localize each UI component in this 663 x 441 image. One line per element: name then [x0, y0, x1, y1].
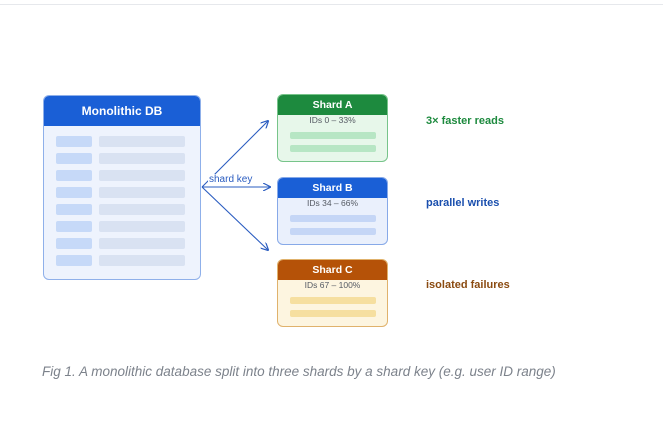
row-value-cell — [99, 255, 185, 266]
row-value-cell — [99, 221, 185, 232]
row-key-cell — [56, 255, 92, 266]
row-key-cell — [56, 187, 92, 198]
shard-c-bar — [290, 297, 376, 304]
row-key-cell — [56, 136, 92, 147]
row-value-cell — [99, 153, 185, 164]
row-value-cell — [99, 136, 185, 147]
shard-b-box: Shard B IDs 34 – 66% — [277, 177, 388, 245]
row-key-cell — [56, 221, 92, 232]
shard-c-box: Shard C IDs 67 – 100% — [277, 259, 388, 327]
row-value-cell — [99, 170, 185, 181]
arrow-to-shard-c — [201, 186, 268, 250]
monolith-row — [56, 187, 188, 198]
shard-a-box: Shard A IDs 0 – 33% — [277, 94, 388, 162]
shard-a-title: Shard A — [278, 95, 387, 115]
shard-b-bar — [290, 228, 376, 235]
row-value-cell — [99, 187, 185, 198]
shard-b-title: Shard B — [278, 178, 387, 198]
shard-b-bar — [290, 215, 376, 222]
shard-c-bar — [290, 310, 376, 317]
monolithic-db-title: Monolithic DB — [44, 96, 200, 126]
top-divider — [0, 4, 663, 5]
row-key-cell — [56, 170, 92, 181]
shard-c-range: IDs 67 – 100% — [304, 280, 361, 290]
monolith-row — [56, 255, 188, 266]
monolith-row — [56, 204, 188, 215]
row-key-cell — [56, 238, 92, 249]
row-key-cell — [56, 153, 92, 164]
monolith-row — [56, 238, 188, 249]
shard-a-note: 3× faster reads — [426, 115, 504, 127]
monolithic-db-box: Monolithic DB — [43, 95, 201, 280]
shard-key-label: shard key — [208, 174, 254, 185]
row-value-cell — [99, 238, 185, 249]
shard-a-range: IDs 0 – 33% — [309, 115, 356, 125]
shard-b-note: parallel writes — [426, 197, 500, 209]
shard-a-bar — [290, 145, 376, 152]
monolith-row — [56, 221, 188, 232]
row-value-cell — [99, 204, 185, 215]
figure-caption: Fig 1. A monolithic database split into … — [42, 364, 556, 379]
monolith-row — [56, 153, 188, 164]
shard-b-range: IDs 34 – 66% — [306, 198, 359, 208]
shard-c-title: Shard C — [278, 260, 387, 280]
shard-c-note: isolated failures — [426, 279, 510, 291]
shard-a-bar — [290, 132, 376, 139]
row-key-cell — [56, 204, 92, 215]
monolith-row — [56, 170, 188, 181]
monolith-row — [56, 136, 188, 147]
